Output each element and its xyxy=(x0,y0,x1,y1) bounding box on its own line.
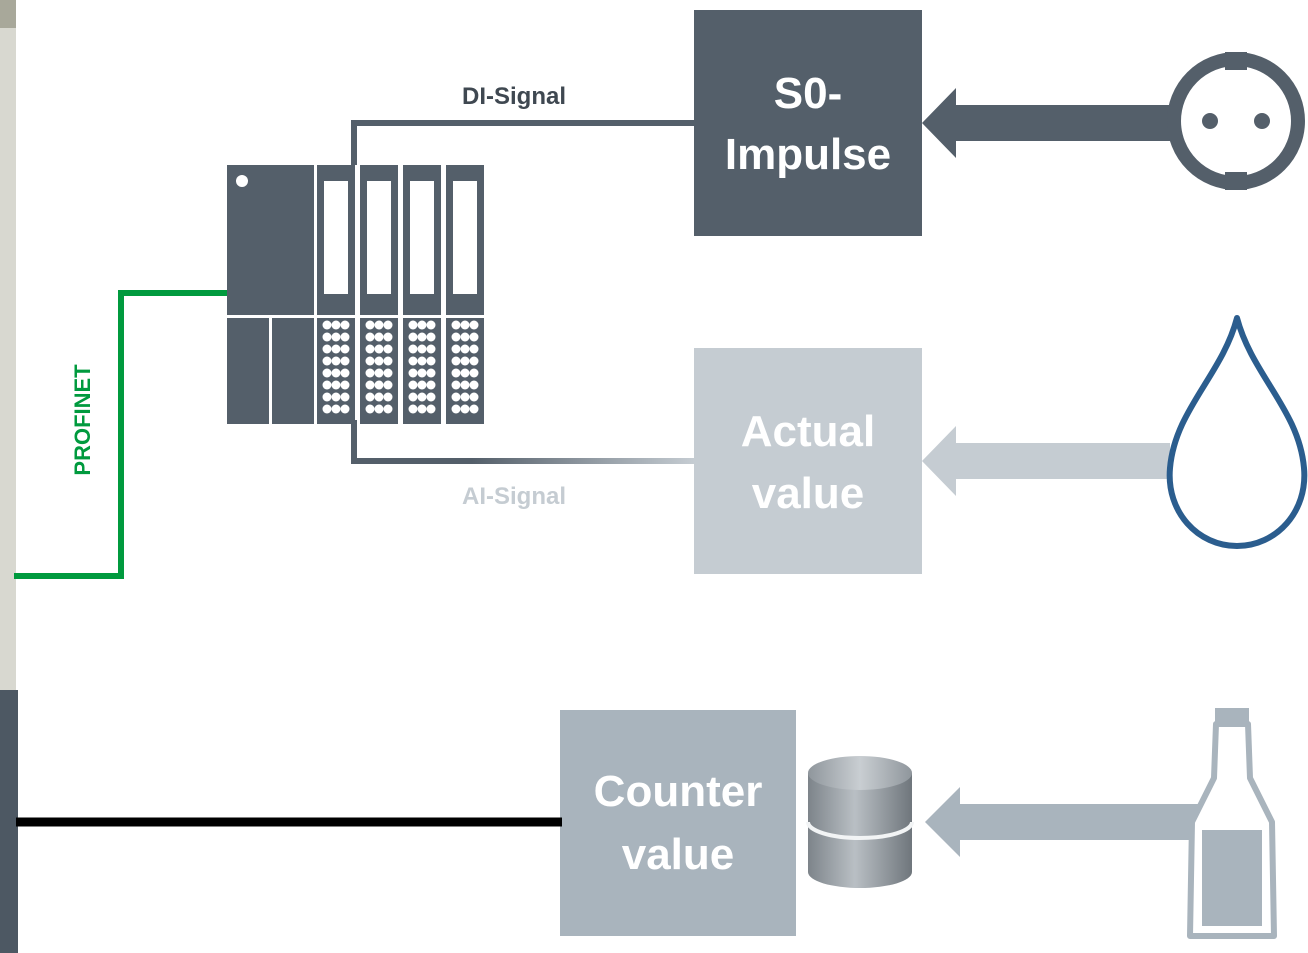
s0-impulse-label-line2: Impulse xyxy=(725,130,891,179)
side-panel-top xyxy=(0,0,16,690)
di-signal-line xyxy=(351,120,694,165)
bottle-arrow-icon xyxy=(925,787,1210,857)
water-drop-icon xyxy=(1166,315,1308,549)
power-arrow-icon xyxy=(922,88,1170,158)
actual-value-box: Actual value xyxy=(694,348,922,574)
s0-impulse-label-line1: S0- xyxy=(774,69,842,118)
counter-value-label-line1: Counter xyxy=(594,767,763,816)
counter-value-box: Counter value xyxy=(560,710,796,936)
side-panel-bottom xyxy=(0,690,18,953)
water-arrow-icon xyxy=(922,426,1170,496)
ai-signal-label: AI-Signal xyxy=(462,483,566,510)
ai-signal-line xyxy=(351,458,694,464)
power-socket-icon xyxy=(1167,52,1305,190)
plc-io-modules xyxy=(317,165,484,424)
counter-value-label-line2: value xyxy=(622,830,735,879)
database-icon xyxy=(806,756,914,888)
plc-controller-icon xyxy=(227,165,484,424)
bottle-icon xyxy=(1187,708,1277,939)
profinet-label: PROFINET xyxy=(70,364,95,476)
di-signal-label: DI-Signal xyxy=(462,83,566,110)
actual-value-label-line1: Actual xyxy=(741,407,875,456)
side-panel-top-accent xyxy=(0,0,16,28)
s0-impulse-box: S0- Impulse xyxy=(694,10,922,236)
actual-value-label-line2: value xyxy=(752,469,865,518)
profinet-line xyxy=(14,290,228,579)
